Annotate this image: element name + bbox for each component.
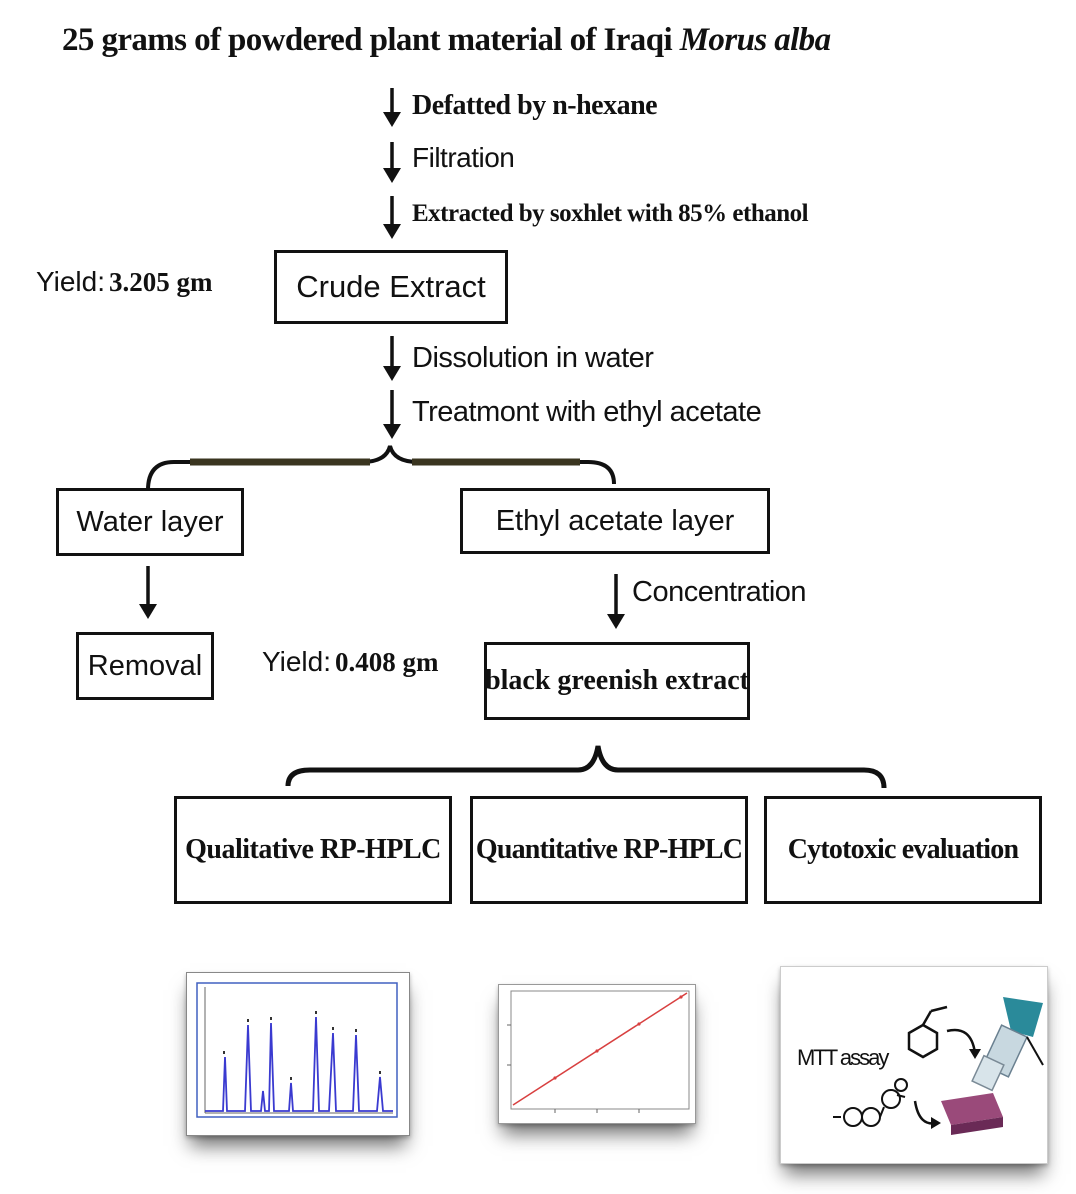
ethyl-acetate-layer-box: Ethyl acetate layer (460, 488, 770, 554)
split-brace (285, 745, 887, 789)
quantitative-hplc-box: Quantitative RP-HPLC (470, 796, 748, 904)
title-text: 25 grams of powdered plant material of I… (62, 22, 680, 58)
yield-greenish: Yield: 0.408 gm (262, 646, 439, 678)
black-greenish-extract-label: black greenish extract (485, 665, 749, 696)
yield-value: 0.408 gm (335, 647, 439, 677)
water-layer-label: Water layer (76, 505, 224, 538)
crude-extract-box: Crude Extract (274, 250, 508, 324)
down-arrow-icon (139, 566, 157, 619)
cytotoxic-evaluation-label: Cytotoxic evaluation (787, 834, 1019, 865)
ethyl-acetate-layer-label: Ethyl acetate layer (495, 504, 735, 537)
yield-label: Yield: (262, 646, 332, 677)
step-defat: Defatted by n-hexane (412, 90, 658, 121)
removal-box: Removal (76, 632, 214, 700)
mtt-assay-image: MTT assay (780, 966, 1048, 1164)
chromatogram-image (186, 972, 410, 1136)
down-arrow-icon (383, 336, 401, 381)
diagram-title: 25 grams of powdered plant material of I… (62, 22, 831, 59)
yield-label: Yield: (36, 266, 106, 297)
calibration-curve-image (498, 984, 696, 1124)
down-arrow-icon (383, 196, 401, 239)
step-treatment: Treatmont with ethyl acetate (412, 396, 762, 428)
qualitative-hplc-box: Qualitative RP-HPLC (174, 796, 452, 904)
cytotoxic-evaluation-box: Cytotoxic evaluation (764, 796, 1042, 904)
down-arrow-icon (383, 390, 401, 439)
step-filtration: Filtration (412, 142, 515, 173)
mtt-assay-label: MTT assay (797, 1045, 889, 1070)
down-arrow-icon (383, 142, 401, 183)
water-layer-box: Water layer (56, 488, 244, 556)
step-dissolution: Dissolution in water (412, 342, 654, 374)
down-arrow-icon (607, 574, 625, 629)
yield-crude: Yield: 3.205 gm (36, 266, 213, 298)
quantitative-hplc-label: Quantitative RP-HPLC (475, 834, 743, 865)
split-brace (146, 445, 616, 491)
species-name: Morus alba (679, 22, 831, 58)
crude-extract-label: Crude Extract (296, 269, 486, 304)
qualitative-hplc-label: Qualitative RP-HPLC (185, 834, 441, 865)
step-concentration: Concentration (632, 576, 807, 608)
down-arrow-icon (383, 88, 401, 127)
yield-value: 3.205 gm (109, 267, 213, 297)
removal-label: Removal (87, 649, 203, 682)
black-greenish-extract-box: black greenish extract (484, 642, 750, 720)
step-extraction: Extracted by soxhlet with 85% ethanol (412, 200, 809, 227)
